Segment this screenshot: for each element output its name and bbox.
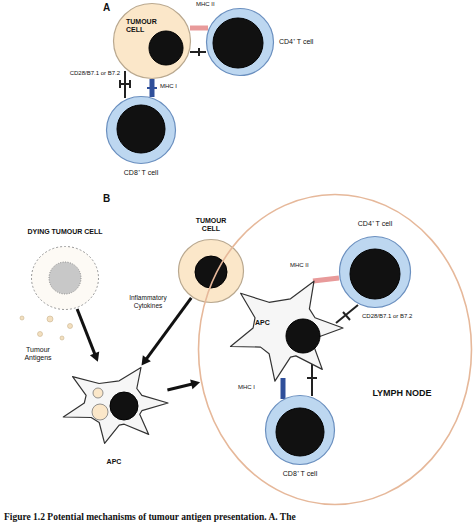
cell-membrane [114, 4, 191, 79]
tcell-shape [264, 394, 336, 466]
nucleus [286, 319, 320, 353]
tumour-shape [112, 2, 192, 80]
molecule-label: MHC I [160, 83, 190, 90]
cell-label: CD8⁺ T cell [260, 470, 340, 478]
cell-node: CD8⁺ T cell [105, 95, 177, 165]
dying-shape [30, 245, 100, 311]
nucleus [149, 31, 183, 65]
cell-membrane [32, 247, 99, 310]
cell-node: CD4⁺ T cell [338, 235, 412, 309]
cell-label: TUMOUR CELL [191, 217, 231, 234]
cell-node: TUMOUR CELL [177, 238, 245, 304]
molecule-label: CD28/B7.1 or B7.2 [362, 313, 420, 320]
nucleus [276, 408, 324, 456]
vesicle [92, 404, 108, 420]
costim-receptor [336, 305, 358, 323]
arrow-connector [77, 309, 99, 362]
cell-node: TUMOUR CELL [112, 2, 192, 80]
cell-label: CD8⁺ T cell [101, 169, 181, 177]
arrow-head [142, 355, 151, 365]
arrow-head [190, 379, 200, 389]
lymph-node-region: LYMPH NODE CD4⁺ T cellAPC CD8⁺ T cell [197, 193, 473, 506]
process-label: Inflammatory Cytokines [122, 294, 174, 310]
apc-shape [58, 360, 170, 446]
apc-outline [231, 281, 344, 381]
cell-membrane [179, 240, 244, 303]
cell-label: APC [58, 458, 170, 466]
cell-label: CD4⁺ T cell [335, 220, 415, 228]
cell-label: TUMOUR CELL [126, 18, 160, 35]
nucleus [110, 392, 138, 420]
molecule-label: MHC I [238, 384, 268, 391]
lymph-node-outline [199, 195, 472, 505]
mhc-ii-symbol [190, 26, 208, 31]
mhc-i-symbol [147, 87, 157, 89]
lymph-shape [197, 193, 473, 506]
arrow-shaft [77, 309, 95, 354]
nucleus [49, 262, 81, 294]
mhc-ii-symbol [313, 278, 339, 281]
apc-cell: APC [58, 360, 170, 446]
apc-shape [225, 272, 345, 384]
cell-membrane [107, 97, 176, 164]
molecule-label: MHC II [196, 1, 226, 8]
cell-membrane [266, 396, 335, 465]
process-label: Tumour Antigens [12, 346, 64, 363]
panel-letter: A [103, 2, 123, 14]
antigen-dots [20, 316, 73, 340]
nucleus [213, 18, 263, 68]
cell-membrane [207, 9, 274, 76]
cell-label: APC [255, 319, 281, 327]
costim-receptor [120, 71, 130, 98]
cell-membrane [340, 237, 411, 308]
arrow-connector [167, 379, 200, 390]
cell-label: CD4⁺ T cell [279, 38, 341, 46]
panel-letter: B [103, 193, 123, 205]
cell-node: DYING TUMOUR CELL [30, 245, 100, 311]
arrow-shaft [167, 384, 192, 390]
tcell-shape [338, 235, 412, 309]
apc-outline [63, 368, 168, 444]
cell-label: DYING TUMOUR CELL [10, 228, 120, 236]
arrow-head [90, 352, 99, 362]
cell-label: LYMPH NODE [367, 388, 437, 399]
tcell-shape [205, 7, 275, 77]
tumour-shape [177, 238, 245, 304]
molecule-label: MHC II [290, 262, 320, 269]
nucleus [350, 249, 400, 299]
nucleus [117, 105, 165, 153]
apc-cell: APC [225, 272, 345, 384]
cell-node: CD8⁺ T cell [264, 394, 336, 466]
tcell-shape [105, 95, 177, 165]
cell-node: CD4⁺ T cell [205, 7, 275, 77]
mhc-i-symbol [281, 378, 286, 399]
vesicle [93, 388, 103, 398]
costim-receptor [190, 48, 206, 56]
molecule-label: CD28/B7.1 or B7.2 [40, 70, 120, 77]
figure-caption: Figure 1.2 Potential mechanisms of tumou… [4, 512, 296, 523]
